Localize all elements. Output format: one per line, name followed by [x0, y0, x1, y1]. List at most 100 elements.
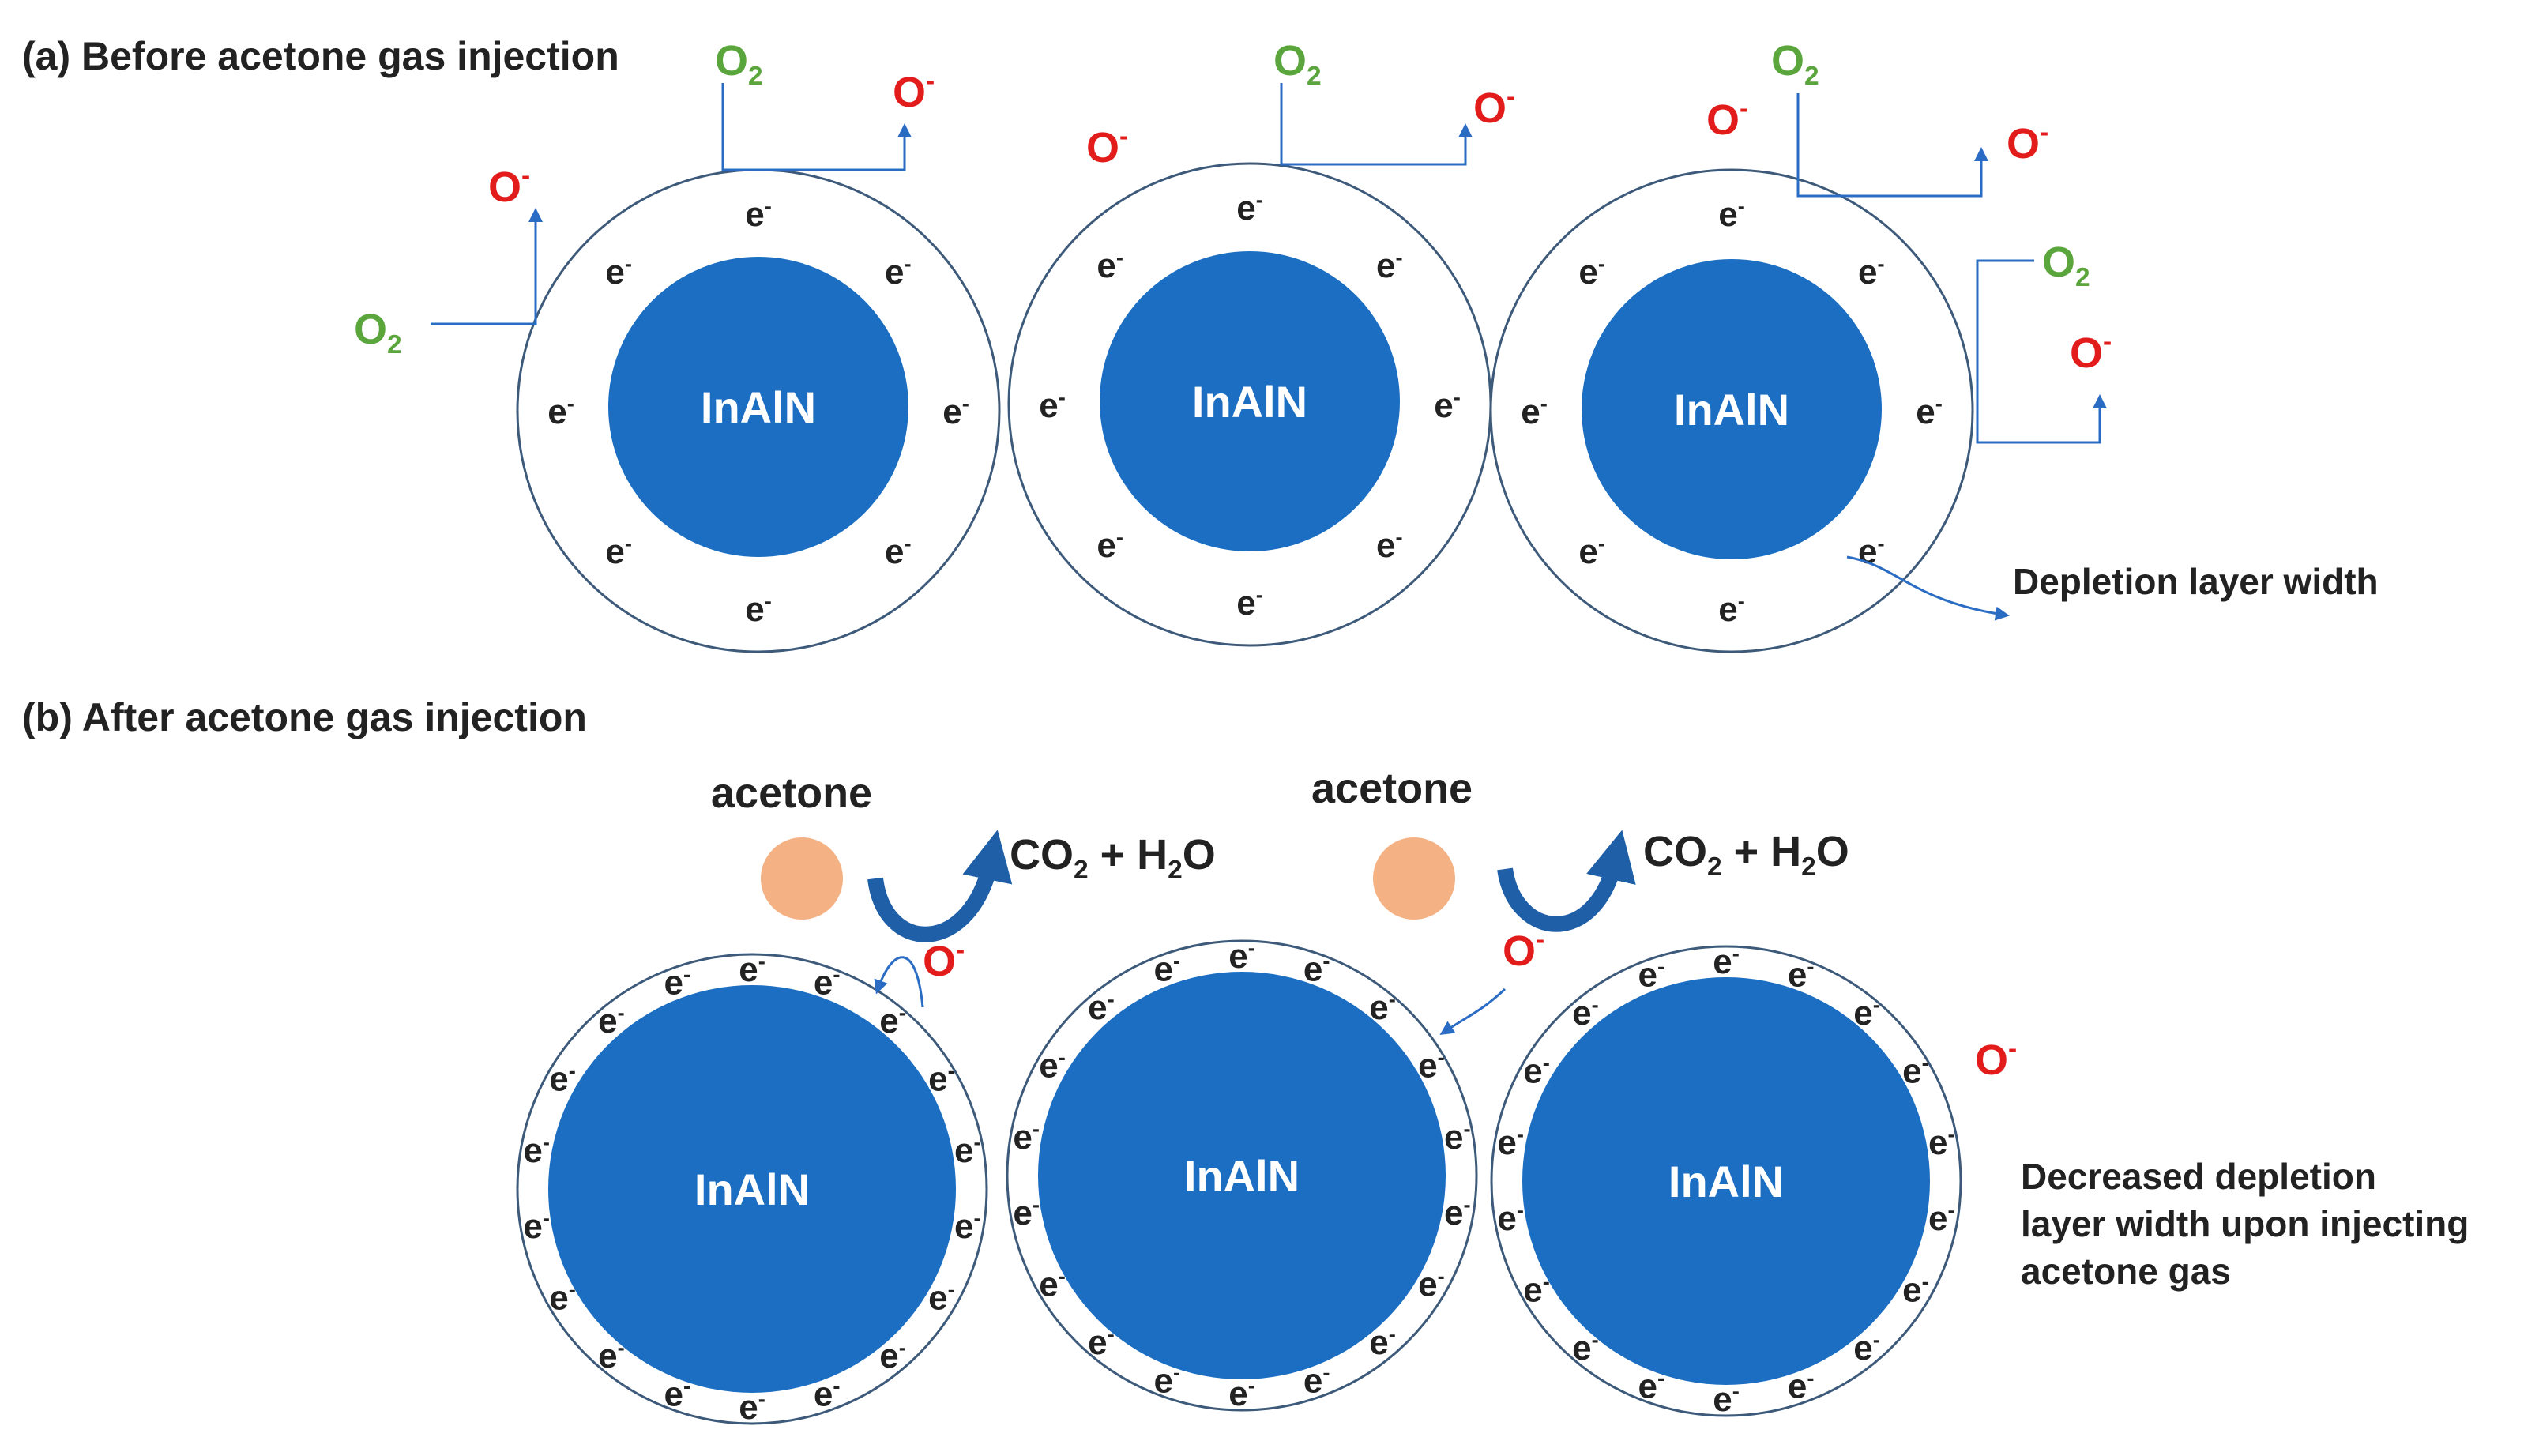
adsorption-arrow — [1976, 259, 2107, 444]
depletion-arrow — [1846, 555, 2010, 621]
oxygen-ion-label: O- — [893, 66, 935, 116]
oxygen-ion-label: O- — [1975, 1034, 2017, 1084]
core-label: InAlN — [1184, 1151, 1300, 1201]
electron-label: e- — [1638, 1365, 1665, 1405]
panel-b-gas-labels: O- O- O- — [923, 925, 2017, 1084]
electron-label: e- — [1013, 1116, 1040, 1157]
oxygen-ion-label: O- — [2070, 327, 2112, 377]
adsorption-arrow — [1280, 83, 1473, 166]
acetone-label: acetone — [1311, 765, 1473, 812]
electron-label: e- — [1236, 582, 1263, 623]
electron-label: e- — [1369, 987, 1396, 1027]
reaction-products: CO2 + H2O — [1643, 828, 1849, 882]
inaln-core — [1100, 251, 1400, 551]
electron-label: e- — [1638, 954, 1665, 995]
panel-a-particles: InAlN InAlN InAlN — [516, 162, 1974, 653]
inaln-core — [608, 257, 908, 557]
electron-label: e- — [1236, 187, 1263, 228]
electron-label: e- — [1088, 1322, 1115, 1362]
surface-arrow — [874, 956, 924, 1008]
inaln-core — [1522, 977, 1930, 1385]
o2-molecule-label: O2 — [1771, 37, 1819, 91]
electron-label: e- — [547, 391, 574, 431]
electron-label: e- — [745, 589, 772, 629]
electron-label: e- — [523, 1206, 550, 1246]
electron-label: e- — [885, 531, 912, 571]
oxygen-ion-label: O- — [1473, 82, 1515, 132]
electron-label: e- — [1303, 1360, 1330, 1400]
electron-label: e- — [1902, 1270, 1929, 1310]
electron-label: e- — [1444, 1192, 1471, 1232]
electron-label: e- — [1902, 1051, 1929, 1091]
electron-label: e- — [1788, 1365, 1815, 1405]
electron-label: e- — [1916, 391, 1943, 431]
electron-label: e- — [1369, 1322, 1396, 1362]
electron-label: e- — [1523, 1051, 1550, 1091]
electron-label: e- — [1013, 1192, 1040, 1232]
electron-label: e- — [1039, 1045, 1066, 1085]
electron-label: e- — [549, 1277, 576, 1318]
electron-label: e- — [1228, 1373, 1255, 1413]
depletion-note-line: layer width upon injecting — [2021, 1203, 2469, 1244]
electron-label: e- — [1788, 954, 1815, 995]
electron-label: e- — [1572, 992, 1599, 1033]
electron-label: e- — [879, 1335, 906, 1375]
oxygen-ion-label: O- — [488, 161, 530, 211]
oxygen-ion-label: O- — [923, 935, 965, 985]
electron-label: e- — [1928, 1122, 1955, 1162]
acetone-molecule — [1373, 837, 1455, 920]
panel-b-particles: InAlN InAlN InAlN — [516, 939, 1962, 1425]
surface-arrow — [1439, 988, 1507, 1035]
electron-label: e- — [1713, 1379, 1740, 1419]
electron-label: e- — [664, 1373, 691, 1413]
o2-molecule-label: O2 — [2042, 239, 2090, 292]
electron-label: e- — [1039, 385, 1066, 425]
electron-label: e- — [1154, 1360, 1181, 1400]
electron-label: e- — [1376, 525, 1403, 565]
electron-label: e- — [1853, 1327, 1880, 1368]
electron-label: e- — [605, 531, 632, 571]
electron-label: e- — [954, 1206, 981, 1246]
electron-label: e- — [879, 1000, 906, 1040]
electron-label: e- — [814, 1373, 841, 1413]
adsorption-arrow — [721, 83, 912, 171]
reaction-arrow — [1497, 830, 1636, 932]
oxygen-ion-label: O- — [2007, 118, 2048, 167]
electron-label: e- — [1497, 1122, 1524, 1162]
electron-label: e- — [1858, 251, 1885, 292]
adsorption-arrow — [431, 208, 543, 325]
electron-label: e- — [739, 1386, 765, 1427]
electron-label: e- — [1096, 525, 1123, 565]
panel-a-heading: (a) Before acetone gas injection — [22, 34, 619, 78]
electron-label: e- — [1418, 1045, 1445, 1085]
electron-label: e- — [954, 1130, 981, 1170]
acetone-molecule — [761, 837, 843, 920]
electron-label: e- — [1303, 949, 1330, 989]
panel-a-electrons: e-e-e-e-e-e-e-e-e-e-e-e-e-e-e-e-e-e-e-e-… — [547, 187, 1943, 629]
reaction-arrows — [867, 830, 1636, 942]
acetone-label: acetone — [711, 769, 872, 817]
electron-label: e- — [745, 194, 772, 234]
electron-label: e- — [664, 962, 691, 1003]
electron-label: e- — [1376, 245, 1403, 285]
reaction-products: CO2 + H2O — [1010, 831, 1216, 885]
o2-molecule-label: O2 — [354, 306, 402, 359]
electron-label: e- — [1497, 1198, 1524, 1238]
electron-label: e- — [598, 1335, 625, 1375]
depletion-layer-label: Depletion layer width — [2013, 561, 2379, 602]
panel-a-adsorption-arrows — [431, 83, 2107, 621]
core-label: InAlN — [701, 382, 816, 432]
electron-label: e- — [1434, 385, 1461, 425]
oxygen-ion-label: O- — [1086, 122, 1128, 171]
o2-molecule-label: O2 — [715, 37, 763, 91]
electron-label: e- — [928, 1277, 955, 1318]
electron-label: e- — [739, 949, 765, 989]
oxygen-ion-label: O- — [1503, 925, 1544, 975]
electron-label: e- — [1521, 391, 1548, 431]
o2-molecule-label: O2 — [1273, 37, 1322, 91]
electron-label: e- — [814, 962, 841, 1003]
electron-label: e- — [928, 1059, 955, 1099]
panel-b-electrons: e-e-e-e-e-e-e-e-e-e-e-e-e-e-e-e-e-e-e-e-… — [523, 935, 1954, 1427]
